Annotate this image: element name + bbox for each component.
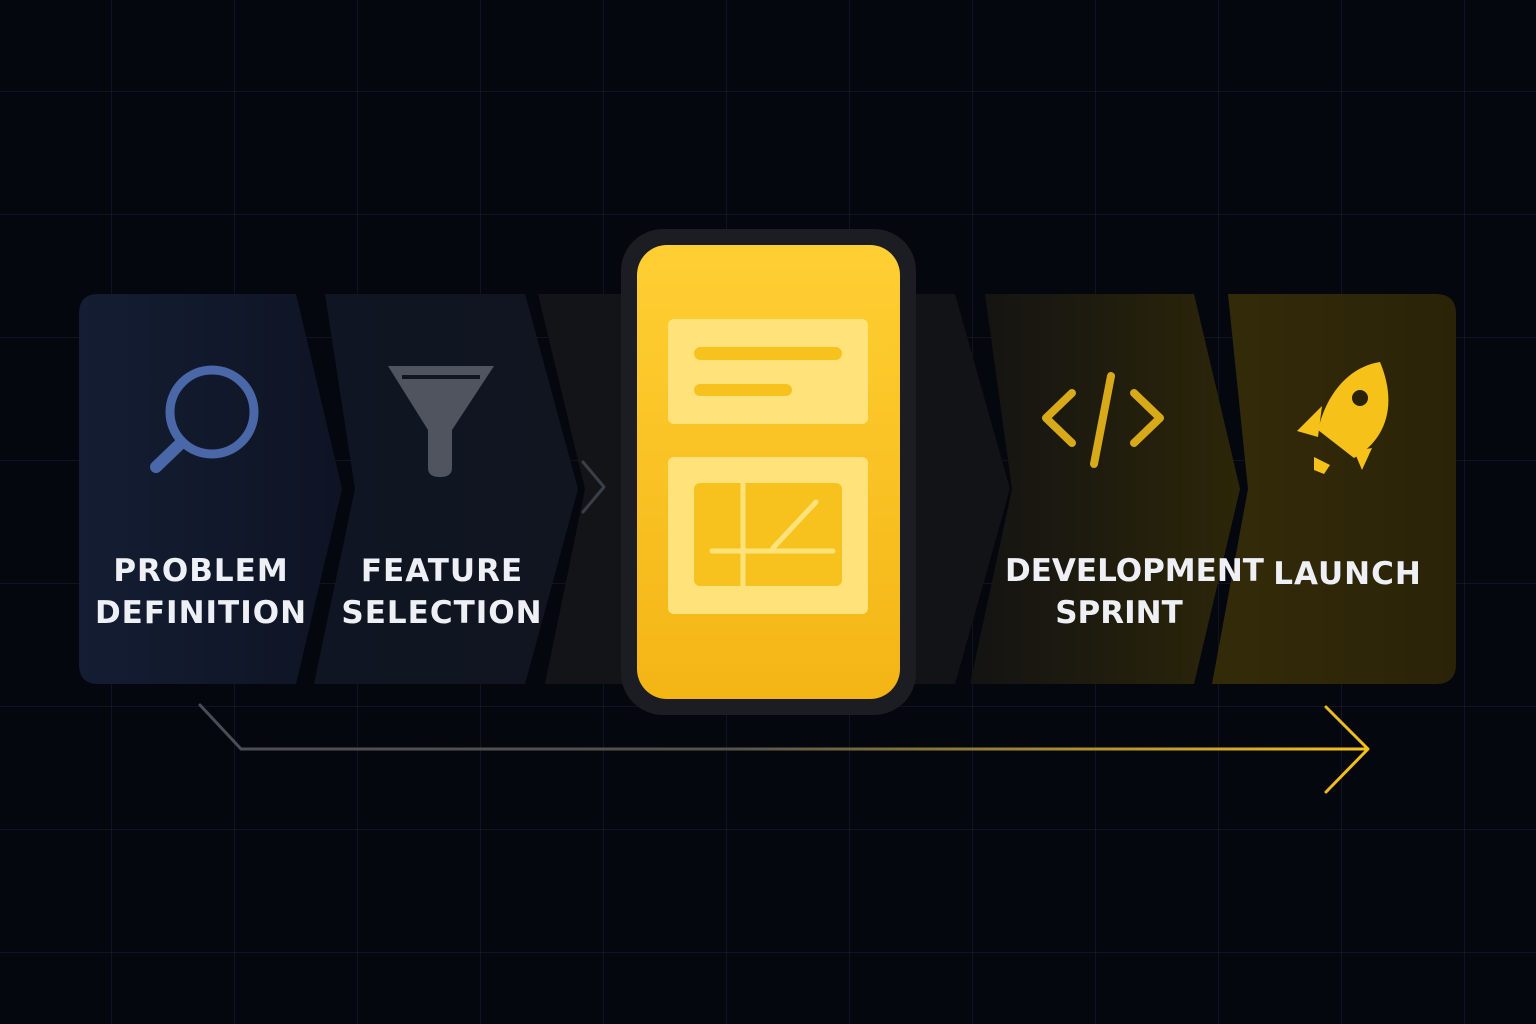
mobile-wireframe-icon xyxy=(621,229,916,715)
stage-development-sprint xyxy=(970,294,1240,684)
label-line: DEFINITION xyxy=(94,595,308,631)
label-feature-selection: FEATURE SELECTION xyxy=(337,550,547,634)
label-line: LAUNCH xyxy=(1273,556,1422,592)
label-problem-definition: PROBLEM DEFINITION xyxy=(92,550,310,634)
magnifier-icon xyxy=(150,365,259,473)
label-line: SELECTION xyxy=(341,595,543,631)
label-launch: LAUNCH xyxy=(1255,553,1440,595)
chevron-right-icon xyxy=(581,460,606,514)
label-line: SPRINT xyxy=(1055,595,1183,631)
stage-feature-selection xyxy=(314,294,578,684)
label-line: PROBLEM xyxy=(113,553,289,589)
label-line: DEVELOPMENT xyxy=(1005,553,1264,589)
label-development-sprint: DEVELOPMENT SPRINT xyxy=(1005,550,1264,634)
rocket-icon xyxy=(1297,362,1389,474)
stage-launch xyxy=(1212,294,1456,684)
funnel-icon xyxy=(388,366,494,477)
stage-problem-definition xyxy=(79,294,342,684)
label-line: FEATURE xyxy=(360,553,524,589)
code-icon xyxy=(1042,372,1164,468)
timeline-arrow xyxy=(198,703,1370,794)
